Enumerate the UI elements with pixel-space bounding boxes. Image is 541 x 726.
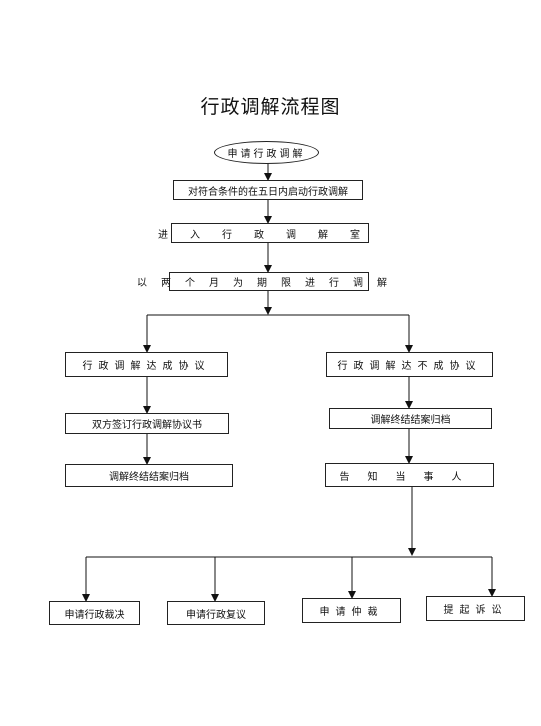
node-sign: 双方签订行政调解协议书 — [65, 413, 229, 434]
node-period: 以两个月为期限进行调解 — [137, 272, 387, 291]
node-review: 申请行政复议 — [167, 601, 265, 625]
node-apply: 申请行政调解 — [214, 141, 319, 164]
node-not-reached: 行政调解达不成协议 — [326, 352, 493, 377]
chart-title: 行政调解流程图 — [200, 96, 341, 118]
node-notify: 告知当事人 — [325, 463, 494, 487]
node-archive-left: 调解终结结案归档 — [65, 464, 233, 487]
node-enter: 进入行政调解室 — [158, 223, 369, 243]
node-ruling: 申请行政裁决 — [49, 601, 140, 625]
node-start: 对符合条件的在五日内启动行政调解 — [173, 180, 363, 200]
node-lawsuit: 提起诉讼 — [426, 596, 525, 621]
node-arbitration: 申请仲裁 — [302, 598, 401, 623]
node-archive-right: 调解终结结案归档 — [329, 408, 492, 429]
node-reached: 行政调解达成协议 — [65, 352, 228, 377]
